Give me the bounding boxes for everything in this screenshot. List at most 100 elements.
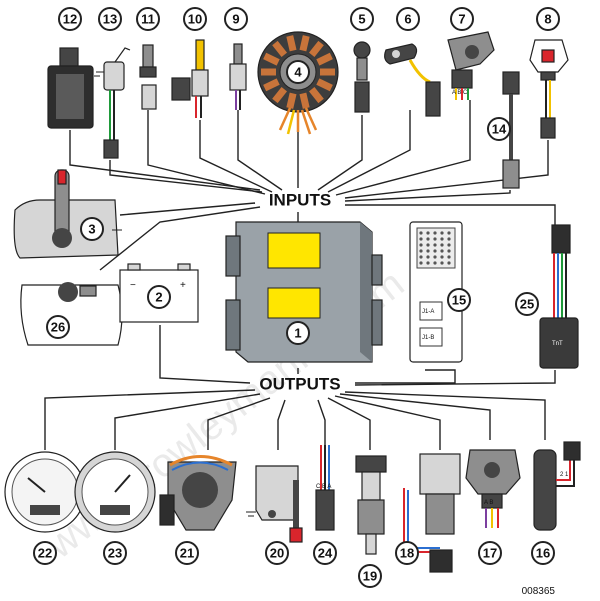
svg-text:20: 20 — [270, 546, 284, 561]
svg-text:8: 8 — [544, 12, 551, 27]
component-25-tnt-module: TnT — [539, 224, 579, 369]
connector-pin — [426, 243, 430, 247]
tnt-label: TnT — [552, 341, 563, 347]
pin-label-17: A B — [484, 500, 493, 506]
svg-text:26: 26 — [51, 320, 65, 335]
svg-text:9: 9 — [232, 12, 239, 27]
battery-minus: − — [130, 280, 136, 291]
input-wires — [69, 100, 556, 271]
svg-text:10: 10 — [188, 12, 202, 27]
connector-pin — [440, 231, 444, 235]
svg-text:25: 25 — [520, 297, 534, 312]
svg-text:18: 18 — [400, 546, 414, 561]
connector-label-a: J1-A — [422, 309, 434, 315]
callout-23: 23 — [103, 541, 127, 565]
callout-25: 25 — [515, 292, 539, 316]
component-24-connector: C B A — [315, 445, 335, 531]
svg-text:5: 5 — [358, 12, 365, 27]
stator-pole — [299, 35, 310, 52]
connector-pin — [447, 237, 451, 241]
callout-5: 5 — [350, 7, 374, 31]
callout-12: 12 — [58, 7, 82, 31]
stator-pole — [308, 87, 324, 104]
callout-24: 24 — [313, 541, 337, 565]
callout-26: 26 — [46, 315, 70, 339]
svg-text:14: 14 — [492, 122, 507, 137]
callout-19: 19 — [358, 564, 382, 588]
callout-15: 15 — [447, 288, 471, 312]
stator-pole — [272, 40, 288, 57]
component-1-ecm — [225, 221, 383, 363]
component-12-sender-box — [47, 47, 94, 129]
component-19-injector — [355, 455, 387, 555]
connector-pin — [419, 237, 423, 241]
stator-pole — [316, 52, 333, 66]
svg-text:12: 12 — [63, 12, 77, 27]
connector-pin — [426, 261, 430, 265]
connector-pin — [426, 249, 430, 253]
connector-pin — [440, 255, 444, 259]
component-22-gauge — [4, 451, 86, 533]
component-11-sensor — [139, 44, 157, 110]
callout-2: 2 — [147, 285, 171, 309]
connector-pin — [419, 249, 423, 253]
component-21-actuator — [159, 455, 237, 531]
callout-11: 11 — [136, 7, 160, 31]
connector-pin — [419, 261, 423, 265]
stator-pole — [308, 40, 324, 57]
callout-18: 18 — [395, 541, 419, 565]
connector-pin — [433, 243, 437, 247]
callout-16: 16 — [531, 541, 555, 565]
stator-pole — [286, 92, 297, 109]
component-18-fuel-pump — [403, 453, 461, 573]
component-13-switch — [94, 47, 131, 159]
connector-pin — [440, 243, 444, 247]
svg-text:16: 16 — [536, 546, 550, 561]
svg-text:22: 22 — [38, 546, 52, 561]
component-6-sensor — [384, 43, 441, 117]
stator-pole — [272, 87, 288, 104]
svg-text:6: 6 — [404, 12, 411, 27]
svg-text:1: 1 — [294, 326, 301, 341]
connector-pin — [426, 231, 430, 235]
connector-pin — [426, 237, 430, 241]
connector-pin — [433, 237, 437, 241]
svg-text:21: 21 — [180, 546, 194, 561]
output-wires — [44, 325, 556, 450]
connector-pin — [433, 255, 437, 259]
connector-label-b: J1-B — [422, 335, 434, 341]
callout-22: 22 — [33, 541, 57, 565]
connector-pin — [426, 255, 430, 259]
callout-17: 17 — [478, 541, 502, 565]
svg-text:2: 2 — [155, 290, 162, 305]
reference-number: 008365 — [522, 586, 556, 597]
stator-pole — [263, 78, 280, 92]
svg-text:15: 15 — [452, 293, 466, 308]
connector-pin — [447, 255, 451, 259]
svg-text:17: 17 — [483, 546, 497, 561]
outputs-label: OUTPUTS — [259, 375, 340, 394]
pin-label-7: A B C — [452, 90, 468, 96]
stator-pole — [263, 52, 280, 66]
connector-pin — [447, 249, 451, 253]
callout-14: 14 — [487, 117, 511, 141]
callout-8: 8 — [536, 7, 560, 31]
component-26-oil-tank — [20, 282, 123, 346]
callout-3: 3 — [80, 217, 104, 241]
callout-1: 1 — [286, 321, 310, 345]
svg-text:13: 13 — [103, 12, 117, 27]
callout-20: 20 — [265, 541, 289, 565]
connector-pin — [447, 243, 451, 247]
callout-9: 9 — [224, 7, 248, 31]
component-5-sensor — [353, 41, 371, 113]
component-15-connector-pinout: J1-A J1-B — [409, 221, 463, 363]
pin-label-24: C B A — [316, 484, 331, 490]
inputs-label: INPUTS — [269, 191, 331, 210]
component-9-sensor — [229, 43, 247, 110]
component-14-sensor — [502, 71, 520, 189]
connector-pin — [433, 231, 437, 235]
connector-pin — [447, 231, 451, 235]
svg-text:19: 19 — [363, 569, 377, 584]
svg-text:4: 4 — [294, 65, 302, 80]
